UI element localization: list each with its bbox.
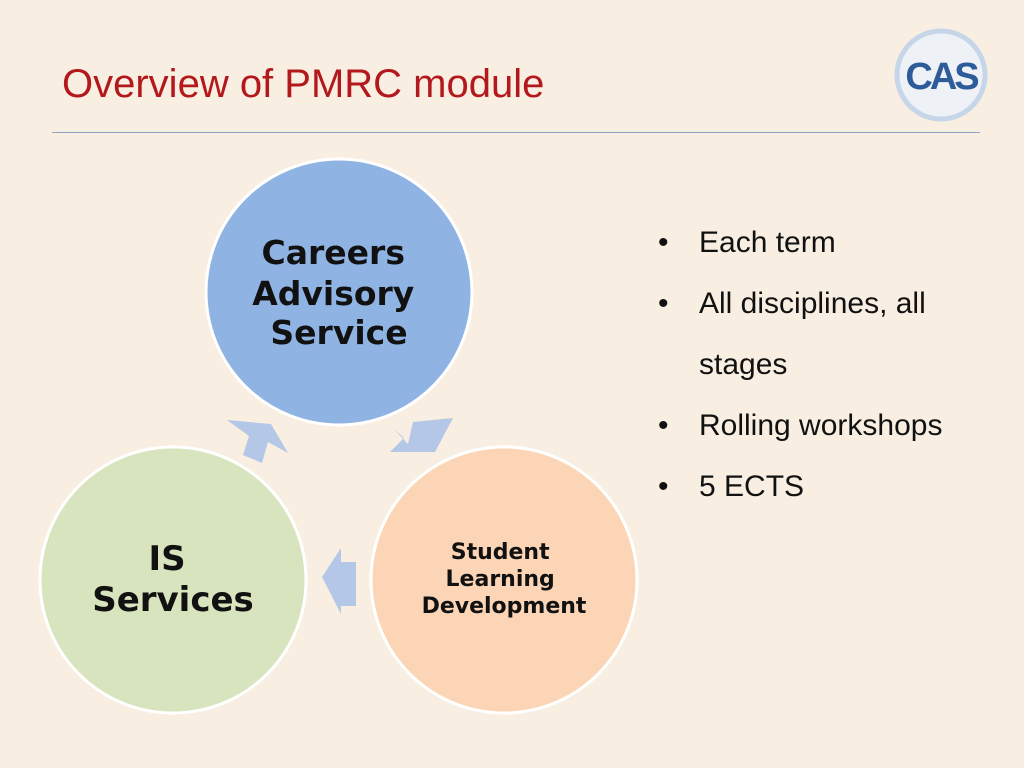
node-careers-advisory-service	[204, 157, 474, 427]
title-divider	[52, 132, 980, 133]
bullet-dot: •	[658, 226, 669, 259]
logo-text: CAS	[905, 56, 978, 98]
bullet-item: • All disciplines, all stages	[658, 273, 1008, 395]
cas-logo: CAS	[894, 28, 988, 122]
node-student-label: Student Learning Development	[422, 540, 587, 619]
node-careers-line-2: Advisory	[252, 274, 414, 313]
node-student-learning-development	[369, 445, 639, 715]
slide-title: Overview of PMRC module	[62, 62, 545, 106]
bullet-text: 5 ECTS	[699, 470, 805, 503]
node-is-services	[38, 445, 308, 715]
node-careers-line-1: Careers	[262, 233, 405, 272]
arrow-careers-to-student	[390, 418, 453, 452]
bullet-item: • 5 ECTS	[658, 456, 1008, 517]
node-careers-label: Careers Advisory Service	[252, 233, 426, 352]
node-careers-line-3: Service	[270, 313, 407, 352]
bullet-dot: •	[658, 287, 669, 320]
bullet-item: • Each term	[658, 212, 1008, 273]
node-student-line-1: Student	[451, 540, 550, 565]
bullet-item: • Rolling workshops	[658, 395, 1008, 456]
bullet-dot: •	[658, 409, 669, 442]
bullet-text: All disciplines, all stages	[699, 287, 926, 381]
bullet-text: Each term	[699, 226, 836, 259]
arrow-student-to-is	[322, 548, 356, 614]
node-student-line-2: Learning	[446, 567, 555, 592]
bullet-text: Rolling workshops	[699, 409, 943, 442]
bullet-list: • Each term • All disciplines, all stage…	[658, 212, 1008, 517]
node-is-line-1: IS	[149, 539, 186, 579]
node-is-line-2: Services	[92, 580, 254, 620]
bullet-dot: •	[658, 470, 669, 503]
node-student-line-3: Development	[422, 594, 587, 619]
logo-ring	[894, 28, 988, 122]
arrow-is-to-careers	[227, 420, 288, 463]
node-is-label: IS Services	[92, 539, 254, 620]
